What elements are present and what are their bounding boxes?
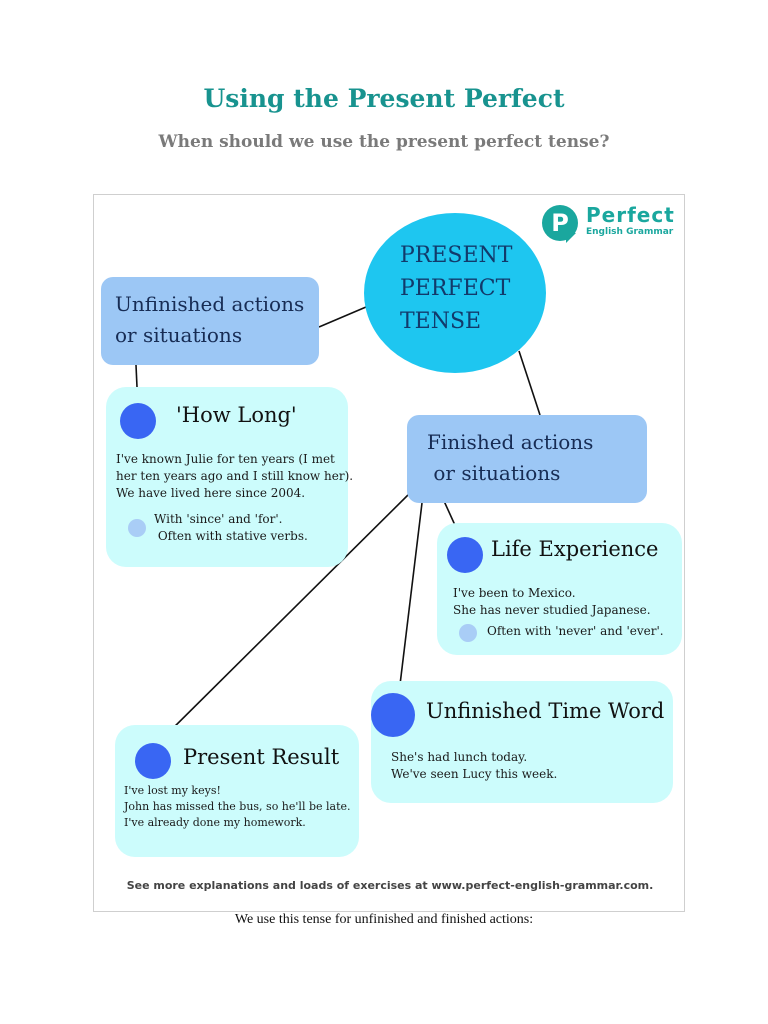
connector-center-unfinished [318, 306, 367, 328]
card-body: I've known Julie for ten years (I met he… [116, 452, 354, 500]
finished-actions-box: Finished actions or situations [407, 415, 647, 503]
website-footer-note: See more explanations and loads of exerc… [126, 879, 654, 892]
perfect-english-grammar-logo: P Perfect English Grammar [542, 203, 682, 243]
how-long-card: 'How Long' I've known Julie for ten year… [106, 387, 353, 567]
example-line: John has missed the bus, so he'll be lat… [124, 800, 351, 813]
bullet-dot-icon [447, 537, 483, 573]
card-heading: Life Experience [491, 537, 659, 561]
page-subtitle: When should we use the present perfect t… [158, 132, 610, 152]
note-line: Often with stative verbs. [154, 529, 308, 543]
logo-badge-tail [566, 233, 576, 243]
bullet-dot-icon [120, 403, 156, 439]
card-body: She's had lunch today. We've seen Lucy t… [391, 749, 651, 783]
connector-finished-timeword [398, 502, 423, 694]
bullet-dot-icon [135, 743, 171, 779]
example-line: I've been to Mexico. [453, 586, 576, 600]
example-line: I've lost my keys! [124, 784, 221, 797]
bullet-dot-icon [371, 693, 415, 737]
card-heading: Present Result [183, 745, 340, 769]
note-dot-icon [459, 624, 477, 642]
life-experience-card: Life Experience I've been to Mexico. She… [437, 523, 682, 655]
unfinished-actions-box: Unfinished actions or situations [101, 277, 319, 365]
center-label: PRESENT PERFECT TENSE [400, 243, 513, 334]
card-body: I've lost my keys! John has missed the b… [124, 783, 359, 831]
note-line: With 'since' and 'for'. [154, 512, 283, 526]
infographic: P Perfect English Grammar PRESENT PERFEC… [93, 194, 685, 912]
present-result-card: Present Result I've lost my keys! John h… [115, 725, 359, 857]
logo-subtitle: English Grammar [586, 227, 674, 237]
card-heading: Unfinished Time Word [426, 699, 665, 723]
connector-finished-result [153, 490, 413, 748]
page-title: Using the Present Perfect [203, 84, 565, 113]
logo-word: Perfect [586, 203, 675, 227]
present-perfect-circle: PRESENT PERFECT TENSE [364, 213, 546, 373]
page-caption: We use this tense for unfinished and fin… [234, 912, 534, 927]
card-body: I've been to Mexico. She has never studi… [453, 585, 683, 619]
card-heading: 'How Long' [176, 403, 297, 427]
card-note: Often with 'never' and 'ever'. [487, 624, 664, 638]
example-line: She's had lunch today. [391, 750, 528, 764]
note-dot-icon [128, 519, 146, 537]
card-note: With 'since' and 'for'. Often with stati… [154, 511, 344, 545]
unfinished-time-word-card: Unfinished Time Word She's had lunch tod… [371, 681, 673, 803]
connector-center-finished [518, 350, 541, 416]
example-line: We've seen Lucy this week. [391, 767, 558, 781]
example-line: She has never studied Japanese. [453, 603, 651, 617]
connector-lines [135, 306, 541, 748]
example-line: I've already done my homework. [124, 816, 306, 829]
